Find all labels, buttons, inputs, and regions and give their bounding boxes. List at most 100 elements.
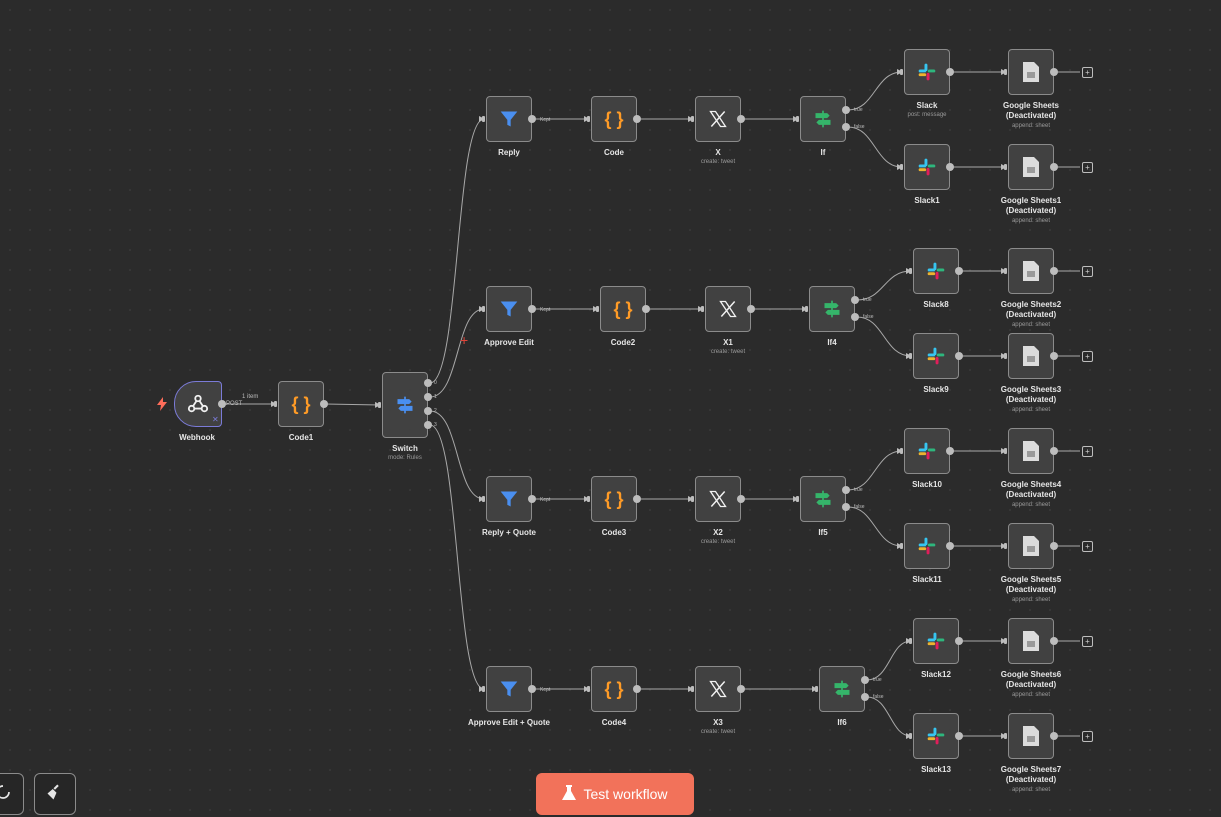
input-port[interactable] bbox=[482, 306, 485, 312]
input-port[interactable] bbox=[1004, 733, 1007, 739]
node-google-sheets5[interactable]: Google Sheets5 (Deactivated) append: she… bbox=[1001, 523, 1061, 603]
output-port[interactable] bbox=[946, 68, 954, 76]
node-x[interactable]: X create: tweet bbox=[691, 96, 745, 165]
node-box[interactable] bbox=[904, 144, 950, 190]
output-port-false[interactable] bbox=[851, 313, 859, 321]
input-port[interactable] bbox=[691, 116, 694, 122]
output-port[interactable] bbox=[1050, 267, 1058, 275]
node-slack1[interactable]: Slack1 bbox=[900, 144, 954, 205]
input-port[interactable] bbox=[900, 543, 903, 549]
output-port[interactable] bbox=[1050, 163, 1058, 171]
node-box[interactable] bbox=[486, 476, 532, 522]
node-if6[interactable]: true false If6 bbox=[815, 666, 884, 727]
input-port[interactable] bbox=[482, 496, 485, 502]
output-port[interactable] bbox=[528, 115, 536, 123]
node-if4[interactable]: true false If4 bbox=[805, 286, 874, 347]
node-google-sheets3[interactable]: Google Sheets3 (Deactivated) append: she… bbox=[1001, 333, 1061, 413]
node-filter-approve-edit-quote[interactable]: Kept Approve Edit + Quote bbox=[468, 666, 550, 727]
output-port-true[interactable] bbox=[842, 106, 850, 114]
node-google-sheets4[interactable]: Google Sheets4 (Deactivated) append: she… bbox=[1001, 428, 1061, 508]
output-port-false[interactable] bbox=[842, 503, 850, 511]
output-port[interactable] bbox=[737, 495, 745, 503]
node-box[interactable] bbox=[1008, 248, 1054, 294]
node-box[interactable]: { } bbox=[591, 666, 637, 712]
node-box[interactable] bbox=[1008, 713, 1054, 759]
node-slack13[interactable]: Slack13 bbox=[909, 713, 963, 774]
node-filter-reply[interactable]: Kept Reply bbox=[482, 96, 550, 157]
connection-delete-icon[interactable]: + bbox=[460, 332, 469, 348]
input-port[interactable] bbox=[796, 496, 799, 502]
node-webhook[interactable]: ✕ Webhook bbox=[174, 381, 226, 442]
add-node-button[interactable]: + bbox=[1082, 266, 1093, 277]
input-port[interactable] bbox=[378, 402, 381, 408]
node-box[interactable]: { } bbox=[600, 286, 646, 332]
node-box[interactable] bbox=[486, 286, 532, 332]
input-port[interactable] bbox=[900, 69, 903, 75]
output-port[interactable] bbox=[218, 400, 226, 408]
node-box[interactable] bbox=[1008, 144, 1054, 190]
output-port[interactable] bbox=[955, 637, 963, 645]
node-box[interactable] bbox=[1008, 333, 1054, 379]
node-google-sheets2[interactable]: Google Sheets2 (Deactivated) append: she… bbox=[1001, 248, 1061, 328]
input-port[interactable] bbox=[796, 116, 799, 122]
input-port[interactable] bbox=[805, 306, 808, 312]
input-port[interactable] bbox=[482, 116, 485, 122]
node-x1[interactable]: X1 create: tweet bbox=[701, 286, 755, 355]
node-google-sheets6[interactable]: Google Sheets6 (Deactivated) append: she… bbox=[1001, 618, 1061, 698]
output-port[interactable] bbox=[528, 305, 536, 313]
input-port[interactable] bbox=[1004, 164, 1007, 170]
output-port[interactable] bbox=[737, 685, 745, 693]
node-code4[interactable]: { } Code4 bbox=[587, 666, 641, 727]
output-port[interactable] bbox=[955, 267, 963, 275]
input-port[interactable] bbox=[900, 448, 903, 454]
input-port[interactable] bbox=[701, 306, 704, 312]
node-box[interactable] bbox=[1008, 428, 1054, 474]
output-port-true[interactable] bbox=[851, 296, 859, 304]
tidy-up-button[interactable] bbox=[34, 773, 76, 815]
output-port[interactable] bbox=[320, 400, 328, 408]
output-port[interactable] bbox=[955, 732, 963, 740]
input-port[interactable] bbox=[1004, 268, 1007, 274]
node-box[interactable]: { } bbox=[591, 96, 637, 142]
node-code3[interactable]: { } Code3 bbox=[587, 476, 641, 537]
output-port[interactable] bbox=[1050, 447, 1058, 455]
output-port[interactable] bbox=[528, 495, 536, 503]
node-box[interactable] bbox=[695, 476, 741, 522]
output-port-true[interactable] bbox=[861, 676, 869, 684]
node-box[interactable] bbox=[800, 96, 846, 142]
input-port[interactable] bbox=[691, 686, 694, 692]
add-node-button[interactable]: + bbox=[1082, 351, 1093, 362]
node-box[interactable] bbox=[1008, 618, 1054, 664]
node-google-sheets7[interactable]: Google Sheets7 (Deactivated) append: she… bbox=[1001, 713, 1061, 793]
input-port[interactable] bbox=[482, 686, 485, 692]
node-box[interactable] bbox=[486, 666, 532, 712]
input-port[interactable] bbox=[274, 401, 277, 407]
node-filter-approve-edit[interactable]: Kept Approve Edit bbox=[482, 286, 550, 347]
node-code1[interactable]: { } Code1 bbox=[274, 381, 328, 442]
node-if[interactable]: true false If bbox=[796, 96, 865, 157]
reset-zoom-button[interactable] bbox=[0, 773, 24, 815]
output-port[interactable] bbox=[747, 305, 755, 313]
node-box[interactable] bbox=[1008, 523, 1054, 569]
output-port[interactable] bbox=[955, 352, 963, 360]
input-port[interactable] bbox=[587, 496, 590, 502]
output-port-false[interactable] bbox=[861, 693, 869, 701]
node-box[interactable] bbox=[904, 523, 950, 569]
node-box[interactable] bbox=[913, 618, 959, 664]
node-slack11[interactable]: Slack11 bbox=[900, 523, 954, 584]
node-x2[interactable]: X2 create: tweet bbox=[691, 476, 745, 545]
add-node-button[interactable]: + bbox=[1082, 446, 1093, 457]
node-box[interactable] bbox=[1008, 49, 1054, 95]
test-workflow-button[interactable]: Test workflow bbox=[536, 773, 694, 815]
node-box[interactable] bbox=[174, 381, 222, 427]
node-slack12[interactable]: Slack12 bbox=[909, 618, 963, 679]
output-port[interactable] bbox=[1050, 732, 1058, 740]
output-port-false[interactable] bbox=[842, 123, 850, 131]
output-port[interactable] bbox=[1050, 637, 1058, 645]
input-port[interactable] bbox=[1004, 69, 1007, 75]
node-box[interactable] bbox=[913, 333, 959, 379]
node-slack9[interactable]: Slack9 bbox=[909, 333, 963, 394]
input-port[interactable] bbox=[1004, 638, 1007, 644]
node-code[interactable]: { } Code bbox=[587, 96, 641, 157]
input-port[interactable] bbox=[909, 638, 912, 644]
